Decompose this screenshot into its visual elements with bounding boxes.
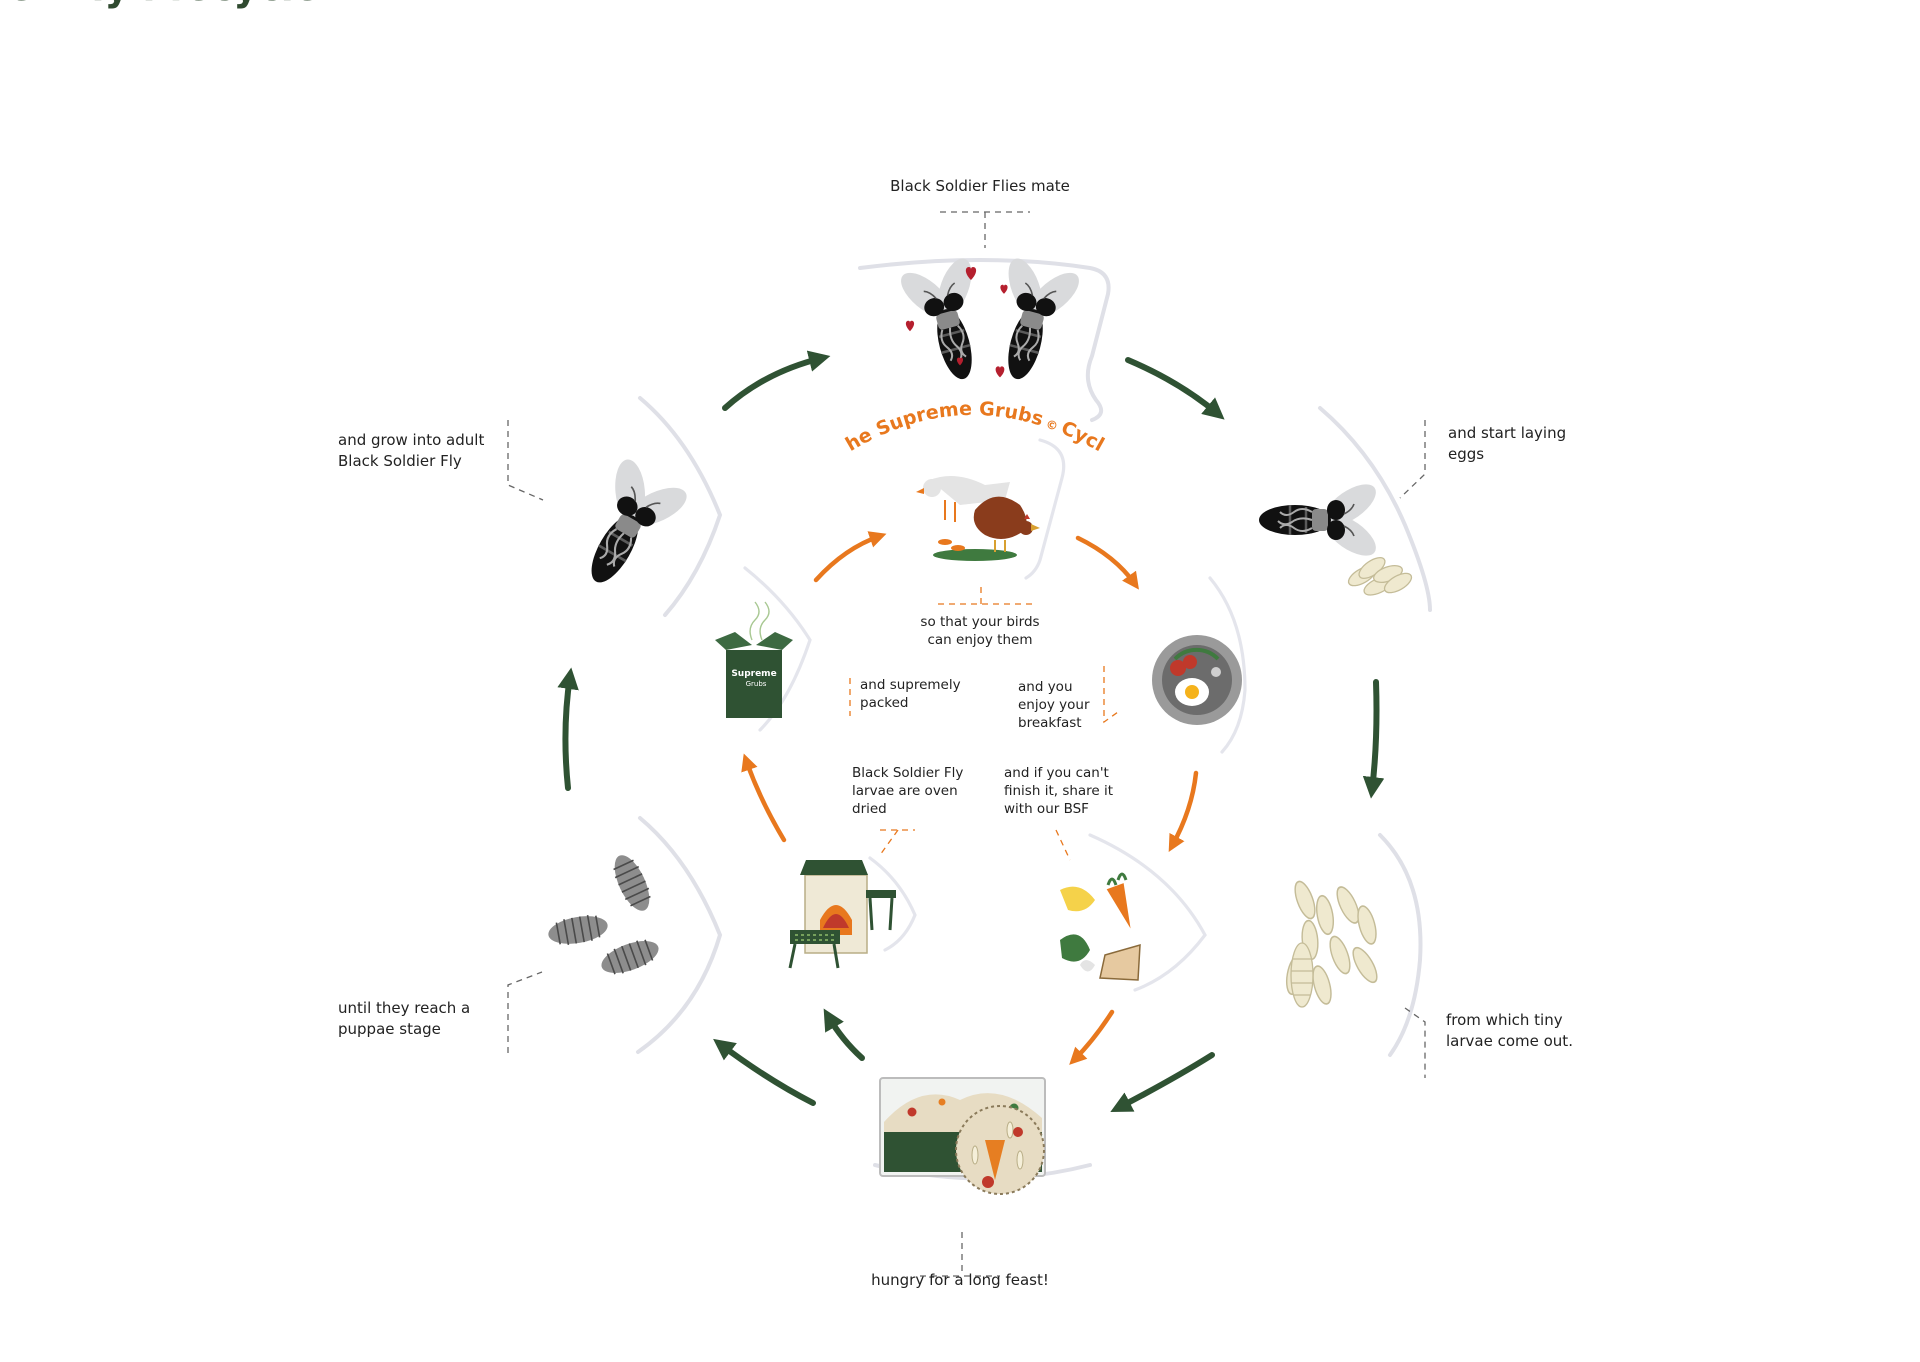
- mating-flies-illustration: [888, 246, 1092, 392]
- box-brand-text: Supreme: [731, 669, 776, 679]
- label-feast: hungry for a long feast!: [871, 1271, 1049, 1289]
- arrow-to-oven: [823, 1008, 865, 1061]
- arrow-to-breakfast: [1075, 535, 1139, 590]
- arrow-to-adult: [557, 667, 579, 791]
- poultry-illustration: [916, 476, 1040, 561]
- outer-cycle-arrows: [557, 350, 1385, 1112]
- label-mate: Black Soldier Flies mate: [890, 177, 1070, 195]
- box-brand-subtext: Grubs: [746, 680, 767, 688]
- inner-cycle-arrows: [741, 531, 1199, 1065]
- adult-fly-illustration: [554, 444, 702, 606]
- arrow-to-mate: [722, 350, 831, 411]
- arrow-from-scraps-to-feast: [1069, 1009, 1115, 1065]
- arrow-to-larvae: [1362, 679, 1385, 799]
- outer-leaders: [507, 211, 1426, 1277]
- larvae-feeding-box-illustration: [879, 1077, 1046, 1195]
- food-scraps-illustration: [1060, 872, 1141, 981]
- packed-grubs-box-illustration: Supreme Grubs: [715, 601, 793, 718]
- diagram-title: The Black Soldier Fly lifecycle: [0, 0, 320, 9]
- oven-drying-illustration: [788, 860, 896, 969]
- arrow-to-birds: [813, 531, 887, 583]
- arrow-to-eggs: [1125, 357, 1225, 420]
- breakfast-plate-illustration: [1152, 635, 1242, 725]
- inner-leaders: [849, 587, 1119, 861]
- arrow-to-share: [1168, 770, 1199, 852]
- pupae-illustration: [545, 849, 664, 981]
- larvae-illustration: [1283, 878, 1383, 1008]
- arrow-to-packed: [741, 753, 787, 843]
- arrow-to-pupae: [713, 1038, 816, 1106]
- arrow-to-feast: [1110, 1052, 1215, 1112]
- inner-cycle-title: The Supreme Grubs©Cycle: [0, 0, 1108, 456]
